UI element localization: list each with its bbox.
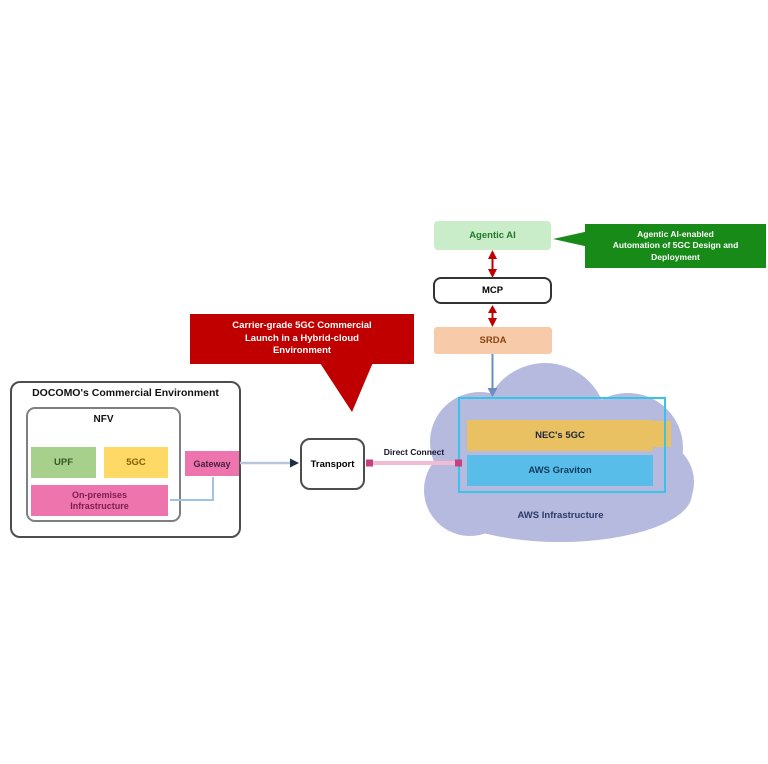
green-callout-line2: Automation of 5GC Design and — [612, 240, 739, 251]
arrow-mcp-srda — [488, 305, 497, 327]
arrow-gateway-transport — [240, 458, 299, 468]
onprem-label-line2: Infrastructure — [70, 500, 129, 511]
red-callout: Carrier-grade 5GC Commercial Launch in a… — [190, 314, 414, 364]
arrow-srda-aws — [487, 354, 498, 397]
nfv-title: NFV — [93, 413, 114, 425]
aws-graviton-label: AWS Graviton — [528, 465, 592, 476]
red-callout-line1: Carrier-grade 5GC Commercial — [232, 320, 372, 332]
upf-label: UPF — [54, 457, 73, 468]
on-premises-infrastructure-box: On-premises Infrastructure — [31, 485, 168, 516]
gateway-label: Gateway — [193, 458, 231, 469]
red-callout-tail — [318, 360, 374, 412]
srda-box: SRDA — [434, 327, 552, 354]
5gc-box: 5GC — [104, 447, 168, 478]
transport-box: Transport — [300, 438, 365, 490]
direct-connect-label: Direct Connect — [383, 446, 445, 457]
docomo-environment-title: DOCOMO's Commercial Environment — [32, 387, 219, 399]
agentic-ai-label: Agentic AI — [469, 230, 516, 241]
red-callout-line3: Environment — [272, 345, 332, 357]
green-callout-tail — [553, 231, 589, 247]
srda-label: SRDA — [479, 335, 507, 346]
red-callout-line2: Launch in a Hybrid-cloud — [244, 332, 359, 344]
mcp-label: MCP — [481, 285, 504, 296]
gateway-box: Gateway — [185, 451, 239, 476]
direct-connect-link — [366, 459, 462, 467]
arrow-agentic-mcp — [488, 250, 497, 278]
aws-infrastructure-caption: AWS Infrastructure — [517, 510, 604, 521]
nec-5gc-box: NEC's 5GC — [467, 420, 653, 451]
mcp-box: MCP — [433, 277, 552, 304]
agentic-ai-box: Agentic AI — [434, 221, 551, 250]
green-callout: Agentic AI-enabled Automation of 5GC Des… — [585, 224, 766, 268]
upf-box: UPF — [31, 447, 96, 478]
onprem-label-line1: On-premises — [71, 489, 128, 500]
transport-label: Transport — [310, 458, 355, 470]
green-callout-line1: Agentic AI-enabled — [637, 228, 714, 239]
nec-5gc-label: NEC's 5GC — [535, 430, 585, 441]
aws-graviton-box: AWS Graviton — [467, 455, 653, 486]
5gc-label: 5GC — [126, 457, 146, 468]
green-callout-line3: Deployment — [651, 251, 700, 262]
